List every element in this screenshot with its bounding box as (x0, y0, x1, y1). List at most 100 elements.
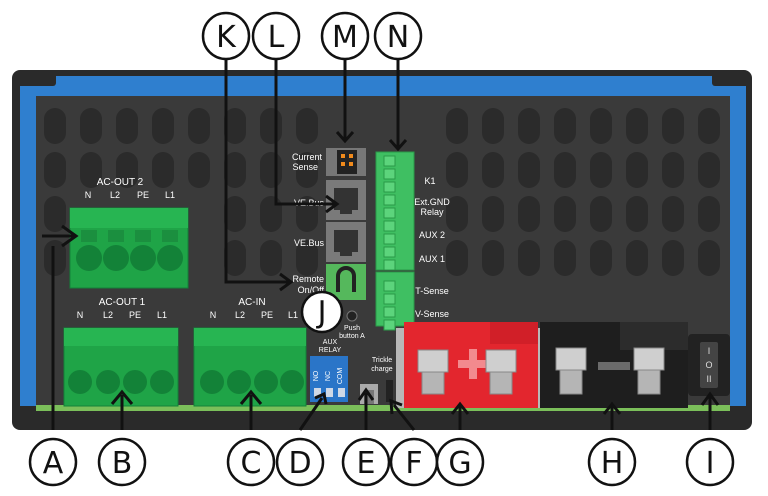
vent-slot (698, 240, 720, 276)
ac-in-connector: AC-IN N L2 PE L1 (193, 297, 307, 407)
current-sense-label-1: Current (292, 152, 323, 162)
ac-out-1-title: AC-OUT 1 (99, 297, 146, 308)
svg-text:N: N (387, 20, 409, 55)
vent-slot (482, 152, 504, 188)
vent-slot (662, 240, 684, 276)
push-button-label-2: button A (339, 333, 365, 340)
vent-slot (116, 108, 138, 144)
svg-text:G: G (448, 446, 471, 481)
terminal-hole (383, 194, 396, 206)
vent-slot (698, 108, 720, 144)
ac-out-2-title: AC-OUT 2 (97, 177, 144, 188)
callout-c: C (226, 437, 276, 487)
terminal-strip: K1 Ext.GND Relay AUX 2 AUX 1 T-Sense V-S… (375, 151, 450, 331)
ac-in-title: AC-IN (238, 297, 265, 308)
vent-slot (44, 196, 66, 232)
callout-f: F (389, 437, 439, 487)
negative-dc-terminal (540, 322, 688, 408)
vent-slot (296, 240, 318, 276)
push-button-label-1: Push (344, 325, 360, 332)
callout-i: I (685, 437, 735, 487)
vent-slot (482, 240, 504, 276)
vent-slot (554, 196, 576, 232)
ac-in-pin-n: N (210, 310, 217, 320)
push-button-a (346, 310, 358, 322)
vent-slot (662, 196, 684, 232)
minus-icon (598, 362, 630, 370)
terminal-tsense-label: T-Sense (415, 286, 449, 296)
callout-h: H (587, 437, 637, 487)
terminal-extgnd-label-2: Relay (420, 207, 444, 217)
terminal-extgnd-label-1: Ext.GND (414, 197, 450, 207)
positive-dc-terminal (396, 322, 540, 408)
vent-slot (44, 152, 66, 188)
vent-slot (590, 196, 612, 232)
vent-slot (224, 196, 246, 232)
ac-out-2-pin-l2: L2 (110, 190, 120, 200)
vent-slot (296, 152, 318, 188)
vent-slot (260, 240, 282, 276)
aux-relay-pin-no: NO (313, 370, 320, 381)
vent-slot (518, 196, 540, 232)
vent-slot (260, 108, 282, 144)
callout-e: E (341, 437, 391, 487)
terminal-hole (383, 293, 396, 305)
vent-slot (554, 152, 576, 188)
ventilation-slots (44, 108, 720, 276)
terminal-hole (383, 168, 396, 180)
vent-slot (260, 196, 282, 232)
terminal-hole (383, 259, 396, 271)
callout-k: K (201, 11, 251, 61)
terminal-hole (383, 233, 396, 245)
power-switch: I O II (688, 334, 730, 396)
callout-l: L (251, 11, 301, 61)
vent-slot (44, 240, 66, 276)
vent-slot (626, 240, 648, 276)
callout-j: J (300, 290, 344, 334)
ac-out-2-connector: AC-OUT 2 N L2 PE L1 (69, 177, 189, 289)
aux-relay-title-1: AUX (323, 339, 338, 346)
vent-slot (518, 108, 540, 144)
remote-label-2: On/Off (298, 285, 325, 295)
svg-text:C: C (241, 446, 262, 481)
vent-slot (518, 240, 540, 276)
vent-slot (116, 152, 138, 188)
vent-slot (662, 108, 684, 144)
svg-text:K: K (216, 20, 237, 55)
terminal-hole (383, 280, 396, 292)
trickle-label-2: charge (371, 366, 393, 373)
terminal-hole (383, 207, 396, 219)
vent-slot (188, 152, 210, 188)
vent-slot (260, 152, 282, 188)
vent-slot (626, 152, 648, 188)
svg-text:L: L (268, 20, 285, 55)
terminal-hole (383, 220, 396, 232)
remote-label-1: Remote (292, 274, 324, 284)
svg-text:M: M (332, 20, 358, 55)
vent-slot (698, 196, 720, 232)
vent-slot (446, 196, 468, 232)
ac-out-2-pin-l1: L1 (165, 190, 175, 200)
vent-slot (626, 108, 648, 144)
callout-g: G (435, 437, 485, 487)
terminal-hole (383, 319, 396, 331)
callout-n: N (373, 11, 423, 61)
svg-text:I: I (706, 446, 715, 481)
terminal-hole (383, 246, 396, 258)
vent-slot (188, 108, 210, 144)
vent-slot (554, 240, 576, 276)
svg-text:D: D (288, 446, 311, 481)
callout-b: B (97, 437, 147, 487)
vent-slot (44, 108, 66, 144)
ac-in-pin-l2: L2 (235, 310, 245, 320)
vent-slot (446, 108, 468, 144)
switch-mark-off: O (705, 360, 712, 370)
switch-mark-on: I (708, 346, 711, 356)
vent-slot (446, 152, 468, 188)
svg-text:B: B (112, 446, 133, 481)
vent-slot (626, 196, 648, 232)
callout-m: M (320, 11, 370, 61)
vent-slot (698, 152, 720, 188)
vent-slot (446, 240, 468, 276)
svg-text:J: J (316, 295, 327, 330)
